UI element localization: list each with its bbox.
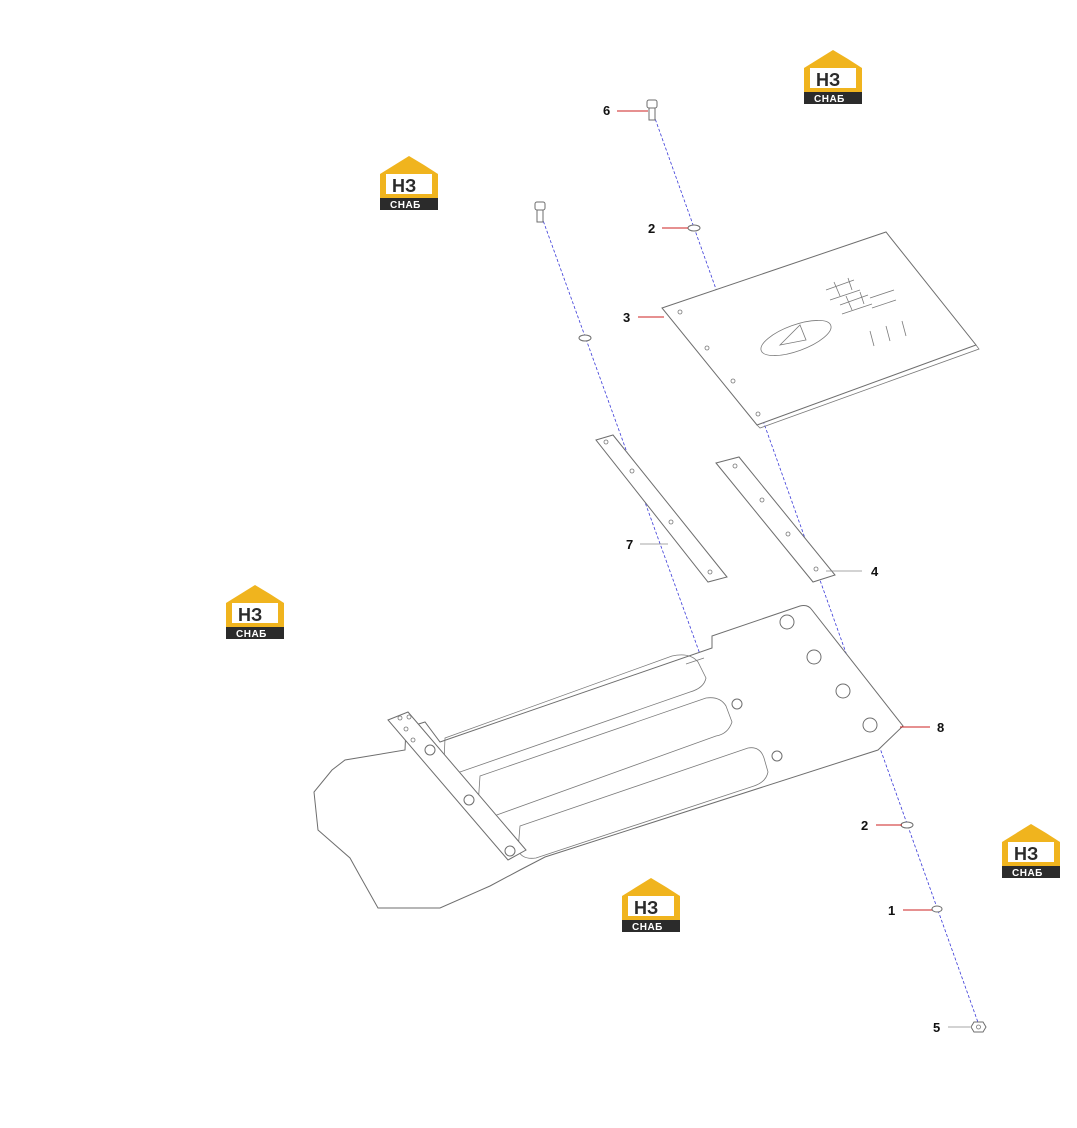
watermark-logo-bottom-center: НЗ СНАБ — [622, 878, 680, 933]
watermark-mark: НЗ — [1014, 844, 1038, 864]
callout-1: 1 — [888, 903, 895, 918]
watermark-logo-upper-left: НЗ СНАБ — [380, 156, 438, 211]
callout-5: 5 — [933, 1020, 940, 1035]
callout-6: 6 — [603, 103, 610, 118]
callout-labels: 6 2 3 7 4 8 2 1 5 — [603, 103, 944, 1035]
washer-part-2-lower — [900, 821, 914, 829]
leader-lines — [617, 110, 970, 1028]
callout-2-upper: 2 — [648, 221, 655, 236]
strip-part-7 — [595, 434, 728, 583]
watermark-mark: НЗ — [816, 70, 840, 90]
watermark-logo-top-right: НЗ СНАБ — [804, 50, 862, 105]
callout-3: 3 — [623, 310, 630, 325]
watermark-word: СНАБ — [236, 629, 267, 640]
watermark-word: СНАБ — [390, 200, 421, 211]
callout-4: 4 — [871, 564, 879, 579]
callout-8: 8 — [937, 720, 944, 735]
watermark-mark: НЗ — [634, 898, 658, 918]
washer-part-2-upper — [687, 224, 701, 232]
assembly-axes — [539, 109, 981, 1029]
watermark-mark: НЗ — [392, 176, 416, 196]
watermark-logo-right: НЗ СНАБ — [1002, 824, 1060, 879]
watermark-word: СНАБ — [814, 94, 845, 105]
skid-plate-part-8 — [313, 605, 904, 909]
watermark-word: СНАБ — [1012, 868, 1043, 879]
axis-left — [539, 211, 706, 669]
callout-7: 7 — [626, 537, 633, 552]
bolt-part-6 — [646, 99, 658, 121]
callout-2-lower: 2 — [861, 818, 868, 833]
strip-part-4 — [715, 456, 836, 583]
nut-part-5 — [970, 1021, 987, 1033]
bolt-left — [534, 201, 546, 223]
watermark-mark: НЗ — [238, 605, 262, 625]
top-plate-part-3: 111 — [661, 231, 980, 429]
watermark-word: СНАБ — [632, 922, 663, 933]
spring-washer-part-1 — [931, 905, 943, 913]
washer-left — [578, 334, 592, 342]
watermark-logo-left: НЗ СНАБ — [226, 585, 284, 640]
